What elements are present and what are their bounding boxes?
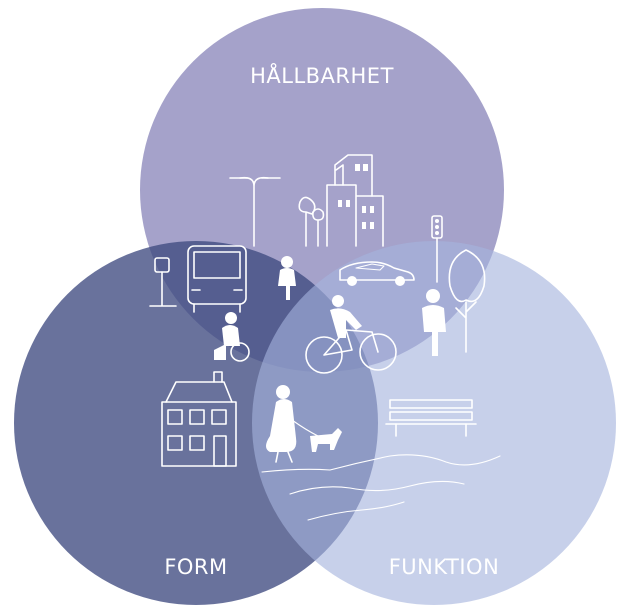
label-hallbarhet: HÅLLBARHET xyxy=(250,62,394,88)
street-lamp-icon xyxy=(229,176,281,247)
pedestrian-icon xyxy=(278,256,296,300)
woman-with-dog-icon xyxy=(266,385,342,463)
wheelchair-user-icon xyxy=(214,312,250,362)
bus-stop-sign-icon xyxy=(149,257,177,307)
building-icon xyxy=(326,154,384,247)
car-icon xyxy=(339,261,415,286)
cyclist-icon xyxy=(305,295,397,374)
label-form: FORM xyxy=(164,555,227,579)
bus-icon xyxy=(187,245,247,313)
bench-icon xyxy=(385,399,477,437)
tree-icon xyxy=(298,196,325,247)
elderly-person-icon xyxy=(422,289,446,356)
water-waves-icon xyxy=(261,454,501,521)
traffic-light-icon xyxy=(431,215,443,283)
label-funktion: FUNKTION xyxy=(389,555,500,579)
tree-right-icon xyxy=(448,249,486,353)
house-icon xyxy=(161,371,237,467)
